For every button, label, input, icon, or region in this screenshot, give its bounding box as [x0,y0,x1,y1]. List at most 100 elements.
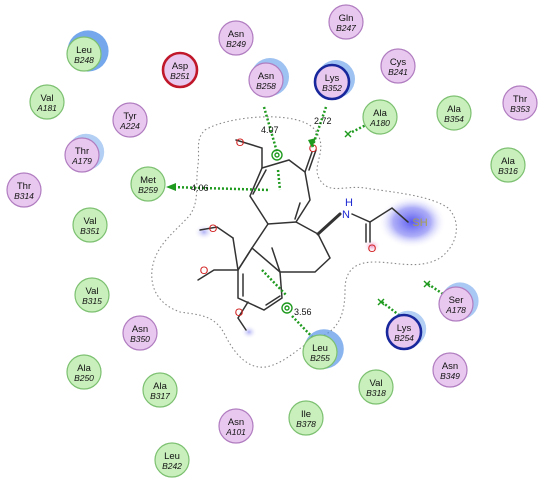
residue-name: Asp [172,61,188,72]
atom-o-methoxy-top: O [236,137,245,149]
residue-chain: A178 [445,305,466,315]
residue-name: Asn [442,361,458,372]
residue-name: Thr [17,181,31,192]
residue-name: Val [83,216,96,227]
residue-name: Val [369,378,382,389]
residue-disc [302,334,338,370]
residue-chain: B378 [296,419,316,429]
residue-name: Asn [228,417,244,428]
arrowhead-met [166,183,176,191]
residue-name: Lys [325,73,340,84]
residue-chain: B241 [388,67,408,77]
residue-chain: A180 [369,118,390,128]
residue-name: Tyr [123,111,136,122]
residue-disc [328,4,364,40]
residue-disc [502,85,538,121]
atom-o-methoxy-3: O [235,307,244,319]
residue-disc [438,286,474,322]
residue-chain: B254 [394,333,414,343]
atom-sh: SH [412,217,427,229]
distance-leu255: 3.56 [294,307,312,317]
residue-name: Leu [164,451,180,462]
arrowhead-lys352 [308,138,316,148]
residue-name: Ala [501,156,515,167]
arene-markers [271,149,293,314]
residue-chain: B349 [440,371,460,381]
residue-chain: B259 [138,185,158,195]
residue-chain: B314 [14,191,34,201]
residue-name: Val [40,93,53,104]
residue-disc [130,166,166,202]
residue-disc [248,62,284,98]
residue-disc [66,36,102,72]
residue-chain: B352 [322,83,342,93]
residue-chain: B351 [80,226,100,236]
residue-disc [6,172,42,208]
residue-name: Thr [513,94,527,105]
atom-o-amide: O [368,243,377,255]
residue-chain: B353 [510,104,530,114]
residue-chain: B318 [366,388,386,398]
distance-asn258: 4.07 [261,125,279,135]
residue-disc [358,369,394,405]
distance-met259: 4.06 [191,183,209,193]
residue-disc [432,352,468,388]
residue-name: Asn [132,324,148,335]
residue-name: Ala [373,108,387,119]
ligand-structure [197,139,409,331]
residue-name: Asn [228,29,244,40]
sh-exposure-halo [378,196,446,248]
pocket-contour [151,116,457,368]
residue-disc [66,354,102,390]
solvent-markers [344,130,431,306]
residue-name: Met [140,175,156,186]
residue-disc [380,48,416,84]
residue-disc [122,315,158,351]
residue-disc [362,99,398,135]
carbonyl-exposure-halo [363,239,381,253]
residue-name: Thr [75,146,89,157]
residue-name: Lys [397,323,412,334]
residue-chain: B350 [130,334,150,344]
residue-chain: B255 [310,353,330,363]
residue-name: Gln [339,13,354,24]
atom-o-methoxy-2: O [200,265,209,277]
residue-disc [313,63,351,101]
residue-chain: A101 [225,427,246,437]
residue-chain: B248 [74,55,94,65]
residue-chain: B258 [256,81,276,91]
residue-chain: B247 [336,23,356,33]
residue-chain: B354 [444,114,464,124]
residue-name: Ser [449,295,464,306]
residue-chain: B249 [226,39,246,49]
residue-chain: B316 [498,166,518,176]
residue-chain: A224 [119,121,140,131]
distance-lys352: 2.72 [314,116,332,126]
residue-name: Val [85,286,98,297]
residue-name: Ala [77,363,91,374]
residue-name: Ala [153,381,167,392]
